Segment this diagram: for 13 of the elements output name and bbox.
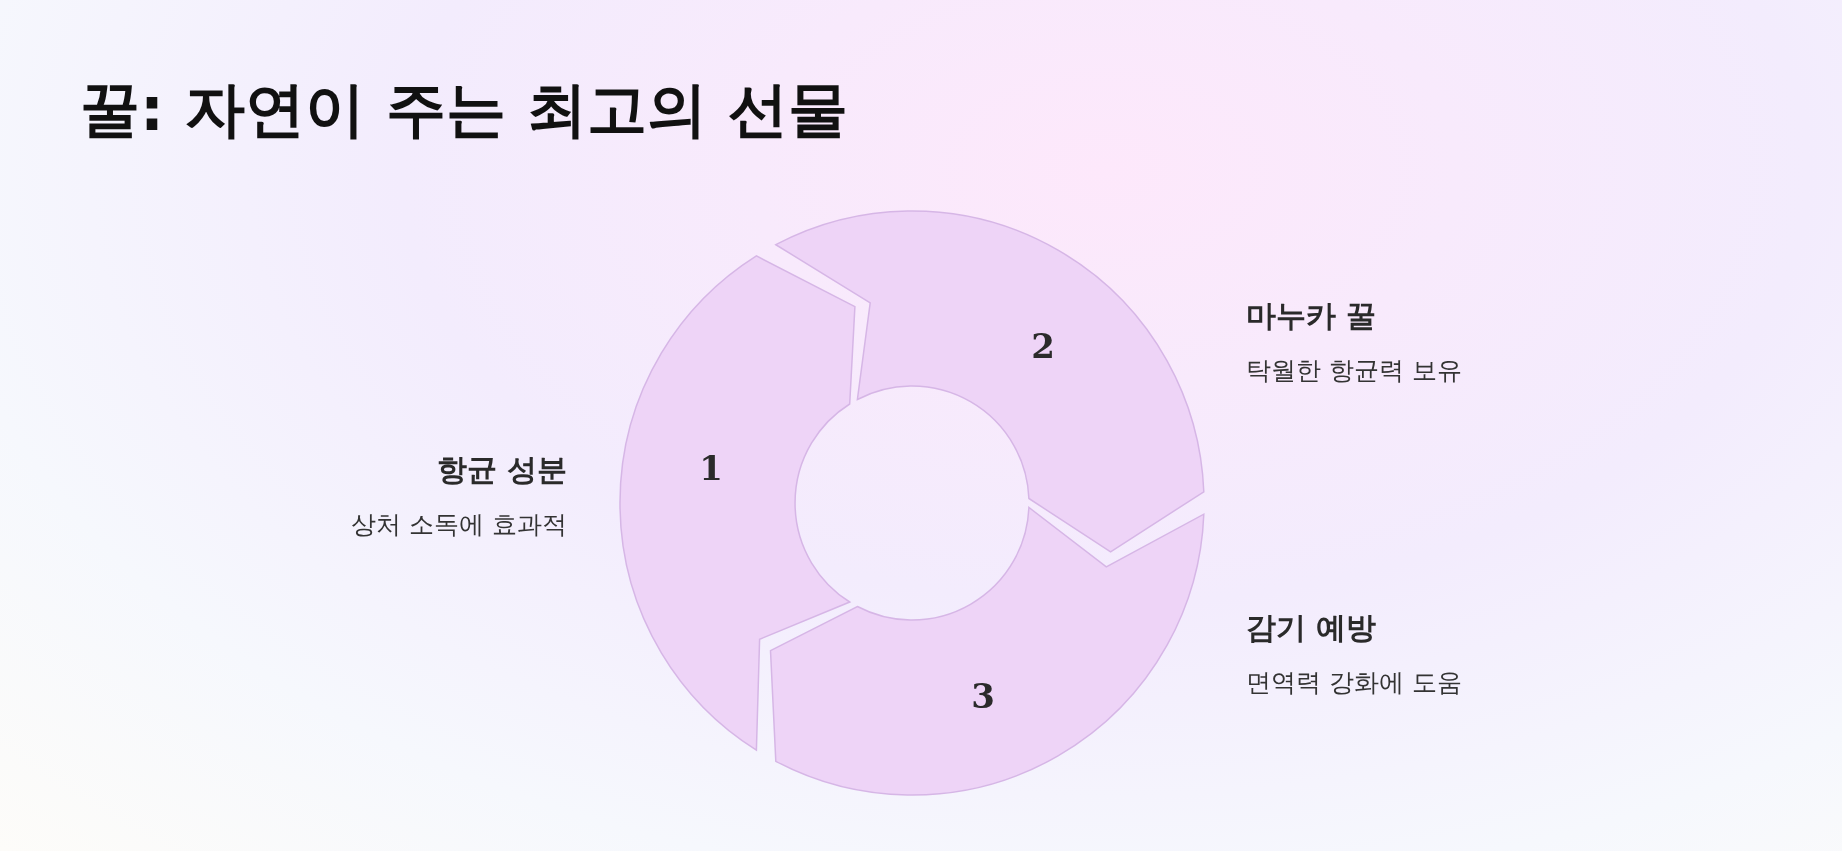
step-heading: 마누카 꿀 [1246, 297, 1377, 335]
step-number: 2 [1031, 326, 1055, 366]
step-heading: 감기 예방 [1246, 609, 1377, 647]
cycle-segment [619, 255, 856, 751]
step-number: 1 [699, 448, 723, 488]
step-description: 상처 소독에 효과적 [351, 509, 567, 541]
step-heading: 항균 성분 [436, 451, 567, 489]
step-description: 면역력 강화에 도움 [1246, 667, 1462, 699]
step-number: 3 [971, 676, 995, 716]
title: 꿀: 자연이 주는 최고의 선물 [80, 73, 848, 146]
cycle-segment [769, 506, 1205, 796]
cycle-segment [775, 210, 1205, 553]
step-description: 탁월한 항균력 보유 [1246, 355, 1462, 387]
